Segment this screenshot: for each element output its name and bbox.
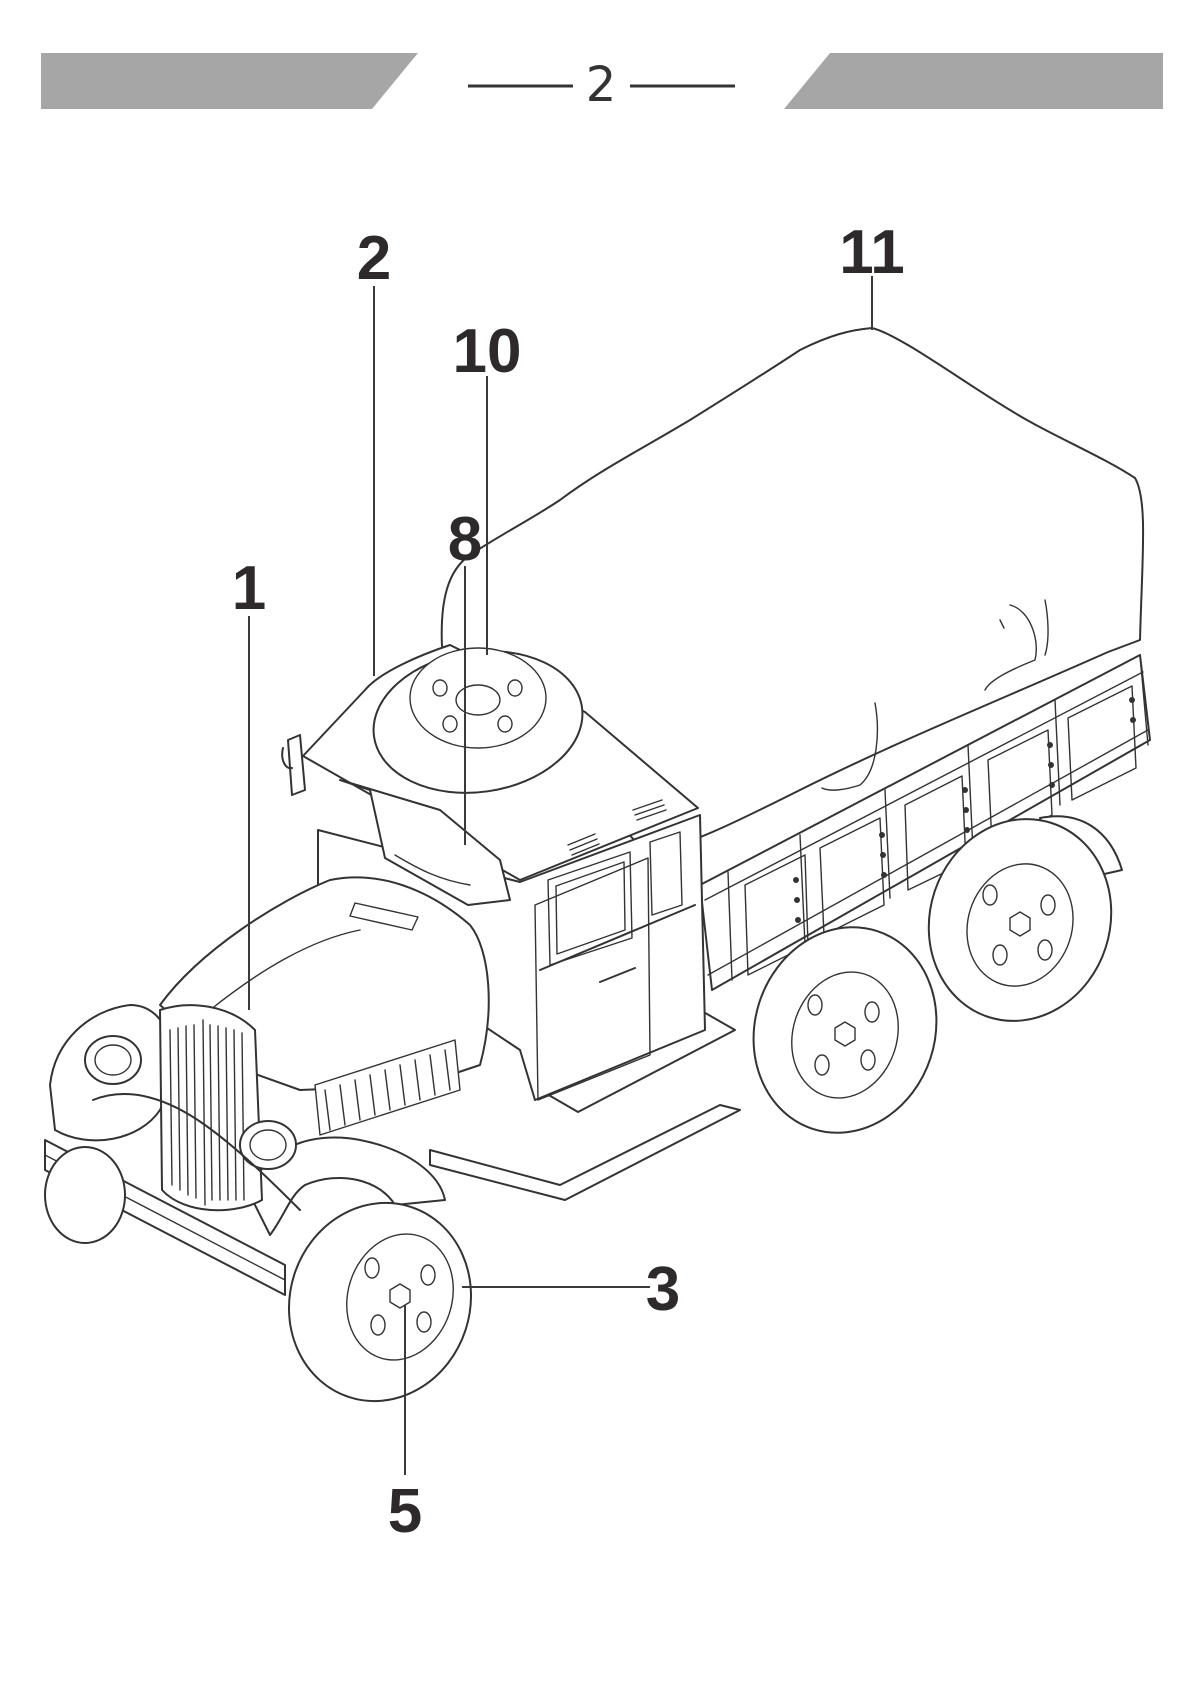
header-band-left (41, 53, 418, 109)
hood-center-line (209, 929, 361, 1011)
cargo-bed-bolts (793, 697, 1136, 923)
headlight-right (239, 1120, 297, 1170)
rear-wheel-far (927, 818, 1113, 1022)
door-handle (599, 967, 636, 983)
windshield-wiper (394, 854, 471, 886)
headlight-left (84, 1035, 142, 1085)
roof-vent-1 (567, 833, 600, 856)
callout-10: 10 (453, 317, 522, 386)
windshield (339, 779, 511, 906)
front-wheel-near (287, 1201, 473, 1403)
cab-door (534, 857, 651, 1101)
leader-lines (248, 276, 873, 1475)
grille-bars (169, 1019, 245, 1206)
cab-rear-window (649, 831, 683, 916)
door-sill (539, 904, 696, 971)
rear-wheel-near (752, 926, 938, 1134)
cab-door-window-inner (555, 861, 626, 955)
tarp-fold-1 (984, 604, 1037, 691)
page-number: 2 (586, 57, 617, 113)
hood-louvers (324, 1049, 451, 1131)
cargo-bed-slats (727, 654, 1149, 981)
callout-2: 2 (357, 224, 391, 293)
hood-plate (349, 902, 419, 931)
roof-vent-2 (632, 799, 667, 821)
canvas-tarp (440, 327, 1145, 856)
callout-11: 11 (839, 218, 905, 287)
headlight-bar (92, 1093, 301, 1211)
front-wheel-far (44, 1146, 126, 1244)
callout-3: 3 (646, 1255, 680, 1324)
front-fender-right (249, 1136, 446, 1236)
side-mirror (281, 734, 306, 796)
callouts: 1 2 3 5 8 10 11 (232, 218, 905, 1546)
tarp-fold-3 (999, 599, 1049, 656)
cargo-bed-rail (704, 671, 1149, 976)
cargo-bed-side (699, 654, 1151, 991)
header-band-right (784, 53, 1163, 109)
page-header: 2 (41, 53, 1163, 113)
callout-5: 5 (388, 1477, 422, 1546)
cab-door-window (547, 851, 633, 966)
truck-illustration (44, 327, 1151, 1403)
callout-8: 8 (448, 505, 482, 574)
callout-1: 1 (232, 554, 266, 623)
chassis-frame (429, 1104, 741, 1201)
tarp-fold-2 (821, 702, 879, 791)
spare-tire (372, 647, 584, 794)
